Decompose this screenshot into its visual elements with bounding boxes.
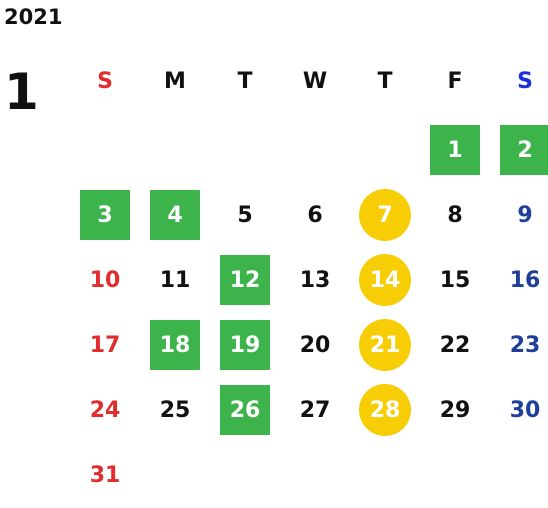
day-number: 6 bbox=[307, 202, 323, 228]
day-number: 11 bbox=[159, 267, 191, 293]
day-number: 29 bbox=[439, 397, 471, 423]
day-number: 8 bbox=[447, 202, 463, 228]
day-number: 26 bbox=[229, 397, 261, 423]
calendar-day[interactable]: 3 bbox=[70, 183, 140, 248]
calendar-day[interactable]: 8 bbox=[420, 183, 490, 248]
weekday-monday: M bbox=[164, 69, 186, 94]
calendar-day[interactable]: 9 bbox=[490, 183, 548, 248]
day-number: 1 bbox=[447, 137, 463, 163]
day-number: 21 bbox=[369, 332, 401, 358]
calendar-day[interactable]: 1 bbox=[420, 118, 490, 183]
holiday-marker bbox=[430, 125, 480, 175]
calendar-day[interactable]: 23 bbox=[490, 313, 548, 378]
day-number: 5 bbox=[237, 202, 253, 228]
day-number: 7 bbox=[377, 202, 393, 228]
calendar-day[interactable]: 25 bbox=[140, 378, 210, 443]
event-marker bbox=[359, 319, 411, 371]
day-number: 20 bbox=[299, 332, 331, 358]
holiday-marker bbox=[220, 255, 270, 305]
day-number: 25 bbox=[159, 397, 191, 423]
calendar-day[interactable]: 31 bbox=[70, 443, 140, 508]
day-number: 30 bbox=[509, 397, 541, 423]
year-label: 2021 bbox=[4, 5, 63, 29]
weekday-friday: F bbox=[447, 69, 463, 94]
calendar-day[interactable]: 4 bbox=[140, 183, 210, 248]
event-marker bbox=[359, 384, 411, 436]
calendar-day[interactable]: 19 bbox=[210, 313, 280, 378]
day-number: 15 bbox=[439, 267, 471, 293]
holiday-marker bbox=[220, 385, 270, 435]
day-number: 3 bbox=[97, 202, 113, 228]
calendar-day[interactable]: 28 bbox=[350, 378, 420, 443]
calendar-day[interactable]: 2 bbox=[490, 118, 548, 183]
calendar-day[interactable]: 17 bbox=[70, 313, 140, 378]
day-number: 23 bbox=[509, 332, 541, 358]
calendar-day[interactable]: 26 bbox=[210, 378, 280, 443]
calendar-day[interactable]: 7 bbox=[350, 183, 420, 248]
calendar-day[interactable]: 30 bbox=[490, 378, 548, 443]
weekday-tuesday: T bbox=[237, 69, 253, 94]
day-number: 24 bbox=[89, 397, 121, 423]
holiday-marker bbox=[80, 190, 130, 240]
calendar-day[interactable]: 27 bbox=[280, 378, 350, 443]
weekday-sunday: S bbox=[97, 69, 113, 94]
day-number: 19 bbox=[229, 332, 261, 358]
day-number: 12 bbox=[229, 267, 261, 293]
calendar-day[interactable]: 14 bbox=[350, 248, 420, 313]
day-number: 27 bbox=[299, 397, 331, 423]
holiday-marker bbox=[150, 320, 200, 370]
calendar-day[interactable]: 10 bbox=[70, 248, 140, 313]
day-number: 16 bbox=[509, 267, 541, 293]
day-number: 17 bbox=[89, 332, 121, 358]
calendar-day[interactable]: 21 bbox=[350, 313, 420, 378]
day-number: 22 bbox=[439, 332, 471, 358]
calendar-day[interactable]: 20 bbox=[280, 313, 350, 378]
calendar-day[interactable]: 22 bbox=[420, 313, 490, 378]
weekday-wednesday: W bbox=[302, 69, 328, 94]
calendar-day[interactable]: 5 bbox=[210, 183, 280, 248]
day-number: 13 bbox=[299, 267, 331, 293]
calendar-day[interactable]: 15 bbox=[420, 248, 490, 313]
day-number: 28 bbox=[369, 397, 401, 423]
holiday-marker bbox=[150, 190, 200, 240]
month-label: 1 bbox=[4, 63, 39, 121]
calendar-day[interactable]: 18 bbox=[140, 313, 210, 378]
weekday-saturday: S bbox=[517, 69, 533, 94]
calendar-day[interactable]: 24 bbox=[70, 378, 140, 443]
day-number: 2 bbox=[517, 137, 533, 163]
calendar-day[interactable]: 13 bbox=[280, 248, 350, 313]
event-marker bbox=[359, 189, 411, 241]
weekday-thursday: T bbox=[377, 69, 393, 94]
holiday-marker bbox=[500, 125, 548, 175]
calendar-day[interactable]: 12 bbox=[210, 248, 280, 313]
day-number: 14 bbox=[369, 267, 401, 293]
calendar-day[interactable]: 29 bbox=[420, 378, 490, 443]
day-number: 18 bbox=[159, 332, 191, 358]
day-number: 9 bbox=[517, 202, 533, 228]
weekday-header-row: S M T W T F S bbox=[70, 64, 548, 100]
holiday-marker bbox=[220, 320, 270, 370]
event-marker bbox=[359, 254, 411, 306]
day-number: 4 bbox=[167, 202, 183, 228]
day-number: 10 bbox=[89, 267, 121, 293]
calendar-day[interactable]: 11 bbox=[140, 248, 210, 313]
day-number: 31 bbox=[89, 462, 121, 488]
calendar-day[interactable]: 6 bbox=[280, 183, 350, 248]
calendar-day[interactable]: 16 bbox=[490, 248, 548, 313]
